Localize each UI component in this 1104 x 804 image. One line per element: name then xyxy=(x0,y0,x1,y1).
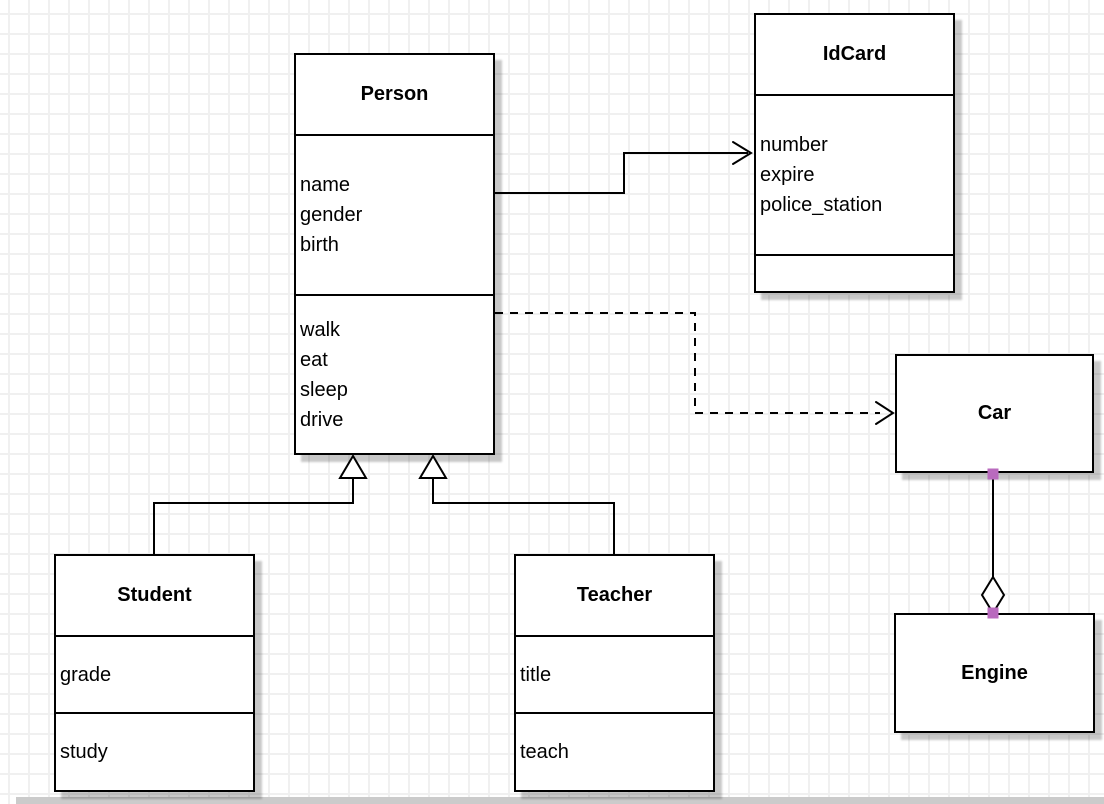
attribute-row: number xyxy=(760,134,828,156)
class-person-title: Person xyxy=(360,83,429,105)
class-teacher-title: Teacher xyxy=(576,584,653,606)
open-arrowhead-icon xyxy=(875,401,895,425)
edge-student-person-generalization[interactable] xyxy=(153,454,368,554)
class-student-attributes: grade xyxy=(56,635,253,712)
attribute-row: expire xyxy=(760,164,815,186)
page-bottom-edge xyxy=(16,797,1104,804)
method-row: eat xyxy=(300,348,328,371)
hollow-triangle-icon xyxy=(338,454,368,479)
open-arrowhead-icon xyxy=(732,141,753,165)
class-student-methods: study xyxy=(56,712,253,790)
class-engine-title: Engine xyxy=(961,661,1028,684)
attribute-row: birth xyxy=(300,234,339,256)
edge-person-idcard-association[interactable] xyxy=(495,141,753,194)
class-idcard-methods xyxy=(756,254,953,291)
method-row: sleep xyxy=(300,378,348,401)
attribute-row: police_station xyxy=(760,194,883,216)
method-row: drive xyxy=(300,408,344,431)
method-row: walk xyxy=(300,318,341,341)
method-row: teach xyxy=(520,741,569,763)
attribute-row: grade xyxy=(60,663,112,686)
edge-teacher-person-generalization[interactable] xyxy=(418,454,615,554)
class-car-title: Car xyxy=(977,402,1012,424)
edge-car-engine-aggregation[interactable] xyxy=(980,468,1006,619)
class-student-title: Student xyxy=(117,584,192,606)
method-row: study xyxy=(60,741,108,763)
hollow-triangle-icon xyxy=(418,454,448,479)
class-idcard[interactable]: IdCard number expire police_station xyxy=(754,13,955,293)
class-car[interactable]: Car xyxy=(895,354,1094,473)
class-idcard-title: IdCard xyxy=(822,43,887,65)
edge-person-car-dependency[interactable] xyxy=(495,312,895,425)
class-person-methods: walk eat sleep drive xyxy=(296,294,493,453)
class-teacher-methods: teach xyxy=(516,712,713,790)
attribute-row: name xyxy=(300,174,351,196)
class-teacher[interactable]: Teacher title teach xyxy=(514,554,715,792)
class-idcard-attributes: number expire police_station xyxy=(756,94,953,254)
class-person[interactable]: Person name gender birth walk eat sleep … xyxy=(294,53,495,455)
class-teacher-attributes: title xyxy=(516,635,713,712)
attribute-row: gender xyxy=(300,204,363,226)
attribute-row: title xyxy=(520,663,552,686)
class-person-attributes: name gender birth xyxy=(296,134,493,294)
class-engine[interactable]: Engine xyxy=(894,613,1095,733)
class-student[interactable]: Student grade study xyxy=(54,554,255,792)
